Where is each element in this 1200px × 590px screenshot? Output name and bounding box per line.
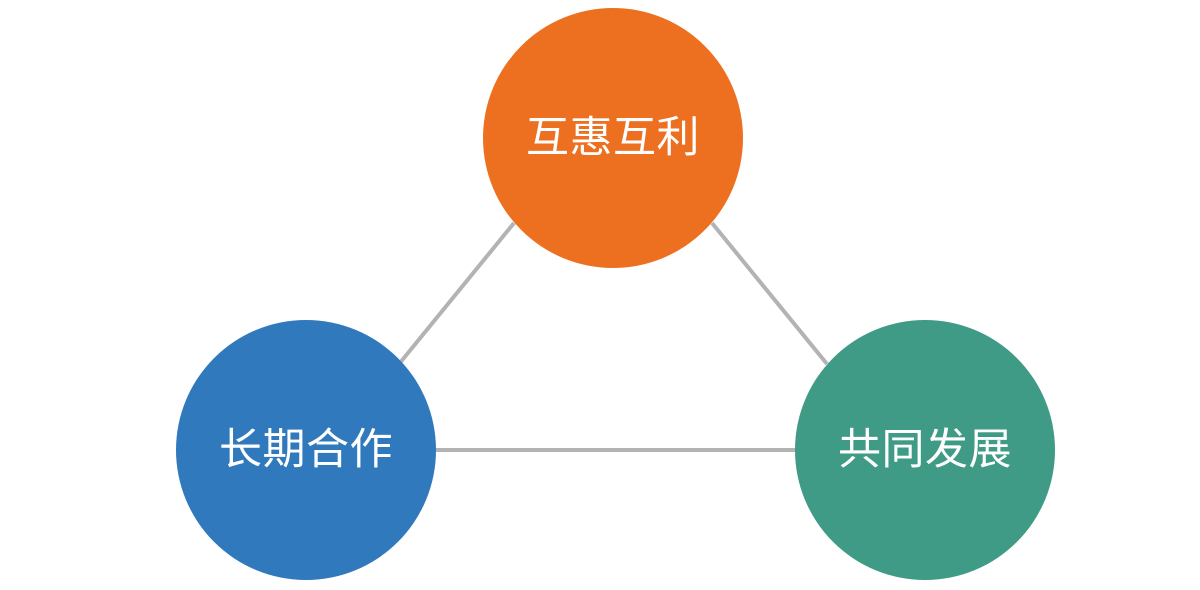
node-common-development-label: 共同发展 xyxy=(838,425,1012,474)
connector-mutual-benefit-to-common-development xyxy=(710,221,829,366)
node-mutual-benefit-label: 互惠互利 xyxy=(526,113,700,162)
node-long-term-cooperation-label: 长期合作 xyxy=(219,425,393,474)
connector-mutual-benefit-to-long-term-cooperation xyxy=(397,221,516,366)
node-long-term-cooperation[interactable]: 长期合作 xyxy=(176,320,436,580)
node-common-development[interactable]: 共同发展 xyxy=(795,320,1055,580)
node-mutual-benefit[interactable]: 互惠互利 xyxy=(483,8,743,268)
